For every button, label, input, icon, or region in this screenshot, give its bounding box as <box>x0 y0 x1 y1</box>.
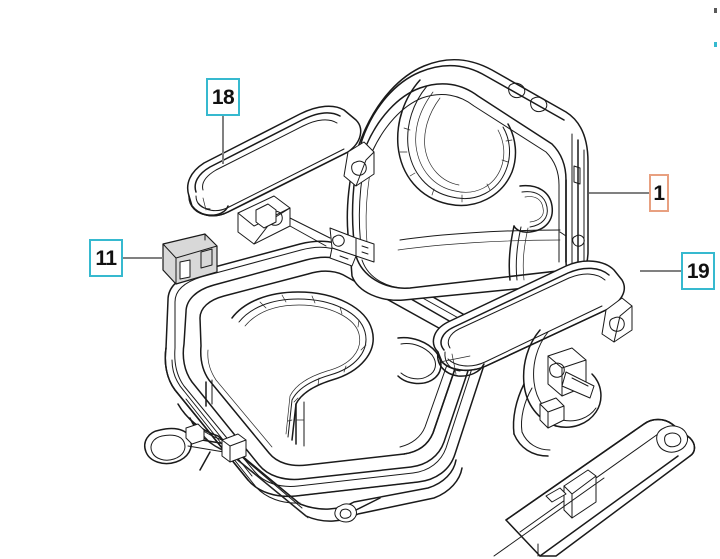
leader-line-18 <box>222 116 224 164</box>
left-armrest <box>186 105 375 247</box>
leader-line-11 <box>123 257 163 259</box>
connector-block <box>162 233 218 285</box>
right-armrest <box>432 260 633 457</box>
front-base-clip <box>334 497 381 523</box>
edge-mark-top <box>714 8 717 13</box>
callout-11[interactable]: 11 <box>89 239 123 277</box>
seat-cushion <box>182 256 475 481</box>
slide-rail <box>493 418 696 557</box>
callout-18[interactable]: 18 <box>206 78 240 116</box>
callout-19[interactable]: 19 <box>681 252 715 290</box>
leader-line-1 <box>589 192 649 194</box>
callout-1[interactable]: 1 <box>649 174 669 212</box>
edge-mark-lower <box>714 42 717 47</box>
seat-backrest <box>346 58 589 301</box>
leader-line-19 <box>640 270 681 272</box>
backrest-hinge-left <box>329 227 375 267</box>
base-latch-lever <box>144 423 247 471</box>
centre-support-posts <box>205 379 305 447</box>
